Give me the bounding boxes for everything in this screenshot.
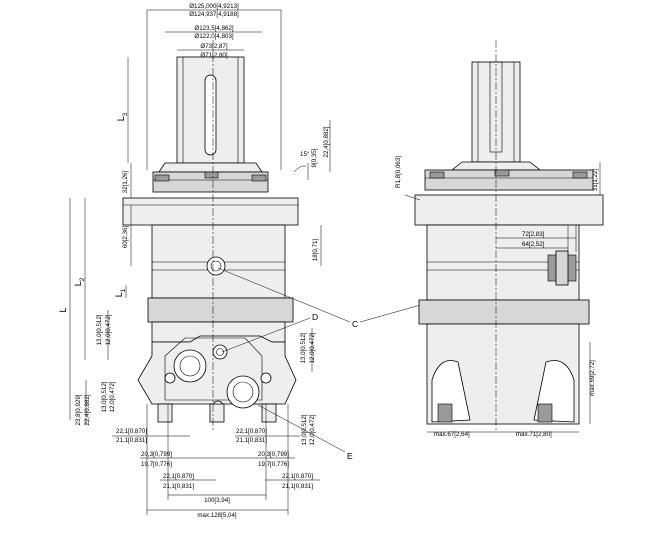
dim-64: 64[2,52] bbox=[522, 241, 545, 248]
pilot-diameter-1: Ø123,5[4,862] bbox=[194, 25, 233, 32]
dim-21-1-a: 21,1[0,831] bbox=[116, 437, 147, 444]
dim-12-a: 12,0[0,472] bbox=[105, 314, 112, 345]
housing-band bbox=[147, 297, 294, 323]
flange-diameter-2: Ø124,937[4,9188] bbox=[189, 11, 239, 18]
dim-19-7-b: 19,7[0,776] bbox=[258, 461, 289, 468]
front-view bbox=[122, 40, 299, 432]
dim-72: 72[2,83] bbox=[522, 231, 545, 238]
shaft-diameter-1: Ø73[2,87] bbox=[200, 43, 227, 50]
dim-22-4-b: 22,4[0,882] bbox=[84, 394, 91, 425]
dim-22-1-d: 22,1[0,870] bbox=[282, 473, 313, 480]
callout-e: E bbox=[347, 451, 353, 461]
l-label: L bbox=[58, 307, 68, 312]
dim-23-8: 23,8[0,929] bbox=[75, 394, 82, 425]
l2-label: L2 bbox=[73, 277, 86, 286]
shaft-diameter-2: Ø71[2,80] bbox=[200, 52, 227, 59]
dim-13-a: 13,0[0,512] bbox=[96, 314, 103, 345]
dim-22-1-a: 22,1[0,870] bbox=[116, 428, 147, 435]
dim-13-c: 13,0[0,512] bbox=[101, 381, 108, 412]
dim-19-7-a: 19,7[0,776] bbox=[141, 461, 172, 468]
shaft-keyway bbox=[204, 74, 217, 156]
dim-max-71: max.71[2,80] bbox=[516, 431, 552, 438]
dim-100: 100[3,94] bbox=[204, 497, 230, 504]
pilot-diameter-2: Ø122,0[4,803] bbox=[194, 33, 233, 40]
side-dimensions: R1,8[0,063] 31[1,22] 72[2,83] 64[2,52] m… bbox=[395, 156, 601, 438]
dim-20-3-a: 20,3[0,799] bbox=[141, 451, 172, 458]
dim-9: 9[0,35] bbox=[311, 148, 318, 167]
flange-plate bbox=[122, 197, 299, 226]
side-view bbox=[414, 40, 604, 432]
port-b bbox=[226, 375, 260, 409]
dim-22-1-b: 22,1[0,870] bbox=[236, 428, 267, 435]
dim-18: 18[0,71] bbox=[312, 239, 319, 262]
side-flange-plate bbox=[414, 194, 604, 226]
dim-21-1-c: 21,1[0,831] bbox=[163, 483, 194, 490]
dim-13-b: 13,0[0,512] bbox=[300, 332, 307, 363]
angle-15: 15° bbox=[300, 151, 310, 158]
callout-c: C bbox=[352, 319, 358, 329]
dim-max-128: max.128[5,04] bbox=[197, 512, 236, 519]
dim-20-3-b: 20,3[0,799] bbox=[258, 451, 289, 458]
dim-22-4: 22,4[0,882] bbox=[323, 126, 330, 157]
dim-60: 60[2,36] bbox=[122, 226, 129, 249]
dim-12-c: 12,0[0,472] bbox=[109, 381, 116, 412]
flange-diameter-1: Ø125,000[4,9213] bbox=[189, 3, 239, 10]
l3-label: L3 bbox=[116, 112, 129, 121]
dim-r1-8: R1,8[0,063] bbox=[395, 156, 402, 188]
dim-21-1-b: 21,1[0,831] bbox=[236, 437, 267, 444]
dim-max-69: max.69[2,72] bbox=[589, 360, 596, 396]
dim-12-d: 12,0[0,472] bbox=[309, 414, 316, 445]
dim-22-1-c: 22,1[0,870] bbox=[163, 473, 194, 480]
port-d bbox=[212, 344, 228, 360]
dim-31: 31[1,22] bbox=[592, 169, 599, 192]
dim-21-1-d: 21,1[0,831] bbox=[282, 483, 313, 490]
dim-max-67: max.67[2,64] bbox=[434, 431, 470, 438]
dim-12-b: 12,0[0,472] bbox=[309, 332, 316, 363]
front-dimensions: Ø125,000[4,9213] Ø124,937[4,9188] Ø123,5… bbox=[58, 3, 331, 519]
dim-32: 32[1,26] bbox=[122, 171, 129, 194]
port-a bbox=[173, 349, 207, 383]
l1-label: L1 bbox=[114, 288, 127, 297]
callout-d: D bbox=[312, 312, 318, 322]
drain-port bbox=[206, 256, 226, 276]
